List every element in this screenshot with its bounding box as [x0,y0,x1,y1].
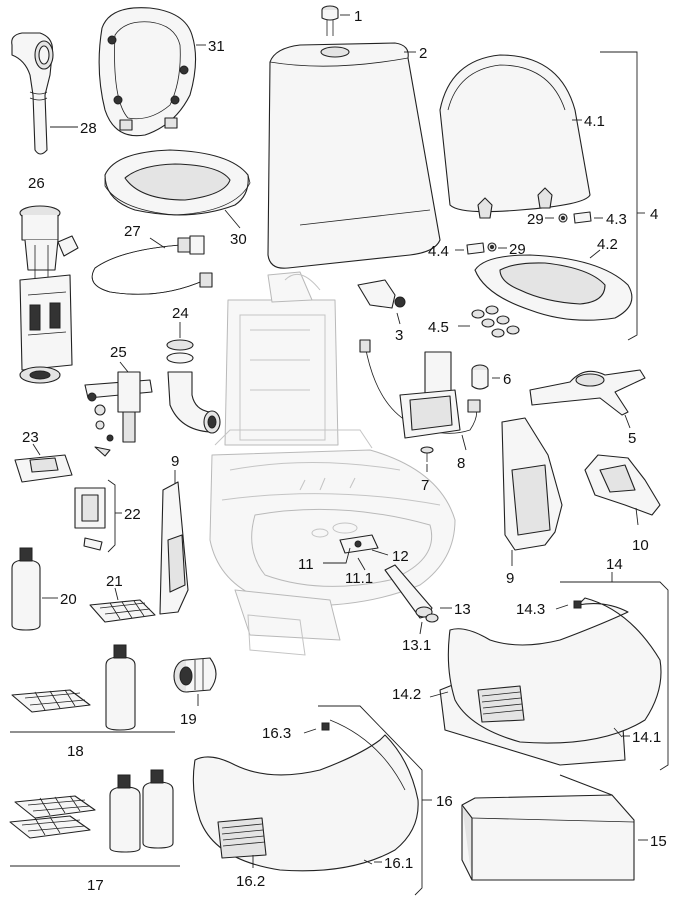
part-25-fill-valve: 25 [84,344,153,457]
label-20: 20 [60,591,77,608]
label-4-4: 4.4 [428,243,449,260]
part-9-side-cover-right: 9 [501,417,563,587]
label-23: 23 [22,429,39,446]
part-10-support: 10 [584,454,661,554]
part-11-nozzle: 11 11.1 [298,547,373,587]
label-2: 2 [419,45,427,62]
label-29-b: 29 [509,241,526,258]
label-4-2: 4.2 [597,236,618,253]
label-12: 12 [392,548,409,565]
label-14-2: 14.2 [392,686,421,703]
label-27: 27 [124,223,141,240]
label-15: 15 [650,833,667,850]
part-9-side-cover-left: 9 [159,453,189,615]
label-25: 25 [110,344,127,361]
label-19: 19 [180,711,197,728]
part-7-screw: 7 [420,446,434,494]
label-8: 8 [457,455,465,472]
label-11: 11 [298,556,314,573]
part-8-control-unit: 8 [359,339,481,472]
label-18: 18 [67,743,84,760]
label-10: 10 [632,537,649,554]
label-16: 16 [436,793,453,810]
label-26: 26 [28,175,45,192]
label-5: 5 [628,430,636,447]
label-4-5: 4.5 [428,319,449,336]
part-31-bumper-frame: 31 [98,7,225,137]
label-30: 30 [230,231,247,248]
label-16-2: 16.2 [236,873,265,890]
label-9-left: 9 [171,453,179,470]
part-4-5-bumpers: 4.5 [428,305,520,338]
label-4-3: 4.3 [606,211,627,228]
label-4-1: 4.1 [584,113,605,130]
part-17-filter-set: 17 [9,769,180,894]
part-16-shroud: 16 16.3 16.2 16.1 [192,705,453,896]
part-22-bracket: 22 [74,479,141,553]
label-16-1: 16.1 [384,855,413,872]
label-16-3: 16.3 [262,725,291,742]
part-15-front-panel: 15 [461,774,667,881]
part-4-seat-lid-set: 4 [600,51,658,341]
label-13: 13 [454,601,471,618]
part-4-2-seat: 4.2 [474,236,633,321]
label-14-1: 14.1 [632,729,661,746]
part-14-shroud: 14 14.3 14.2 14.1 [392,556,669,771]
part-28-drain-bend: 28 [11,32,97,155]
part-3-bracket: 3 [357,279,406,344]
part-4-1-lid: 4.1 [439,54,605,219]
label-3: 3 [395,327,403,344]
part-4-3-4-4-29-hinge-pins: 4.3 29 4.4 29 [428,211,627,260]
label-29-a: 29 [527,211,544,228]
label-24: 24 [172,305,189,322]
label-17: 17 [87,877,104,894]
part-27-supply-hose: 27 [91,223,213,295]
label-21: 21 [106,573,123,590]
label-14: 14 [606,556,623,573]
part-2-cistern: 2 [267,42,441,269]
part-19-cartridge: 19 [173,657,217,728]
part-20-cleaning-agent: 20 [11,547,77,631]
label-14-3: 14.3 [516,601,545,618]
part-6-fitting: 6 [471,364,511,390]
part-23-cover: 23 [14,429,73,483]
part-1-flush-button: 1 [321,5,362,36]
label-31: 31 [208,38,225,55]
label-7: 7 [421,477,429,494]
part-30-seat-ring: 30 [104,149,251,248]
label-28: 28 [80,120,97,137]
label-1: 1 [354,8,362,25]
label-4: 4 [650,206,658,223]
label-22: 22 [124,506,141,523]
part-18-filter-set: 18 [10,644,175,760]
part-5-floor-bracket: 5 [529,369,646,447]
part-21-filter: 21 [89,573,156,623]
part-13-nozzle-arm: 13 13.1 [384,564,471,654]
label-9-right: 9 [506,570,514,587]
part-26-flush-valve: 26 [19,175,79,384]
label-6: 6 [503,371,511,388]
label-11-1: 11.1 [345,570,373,587]
part-24-trap: 24 [166,305,221,434]
label-13-1: 13.1 [402,637,431,654]
